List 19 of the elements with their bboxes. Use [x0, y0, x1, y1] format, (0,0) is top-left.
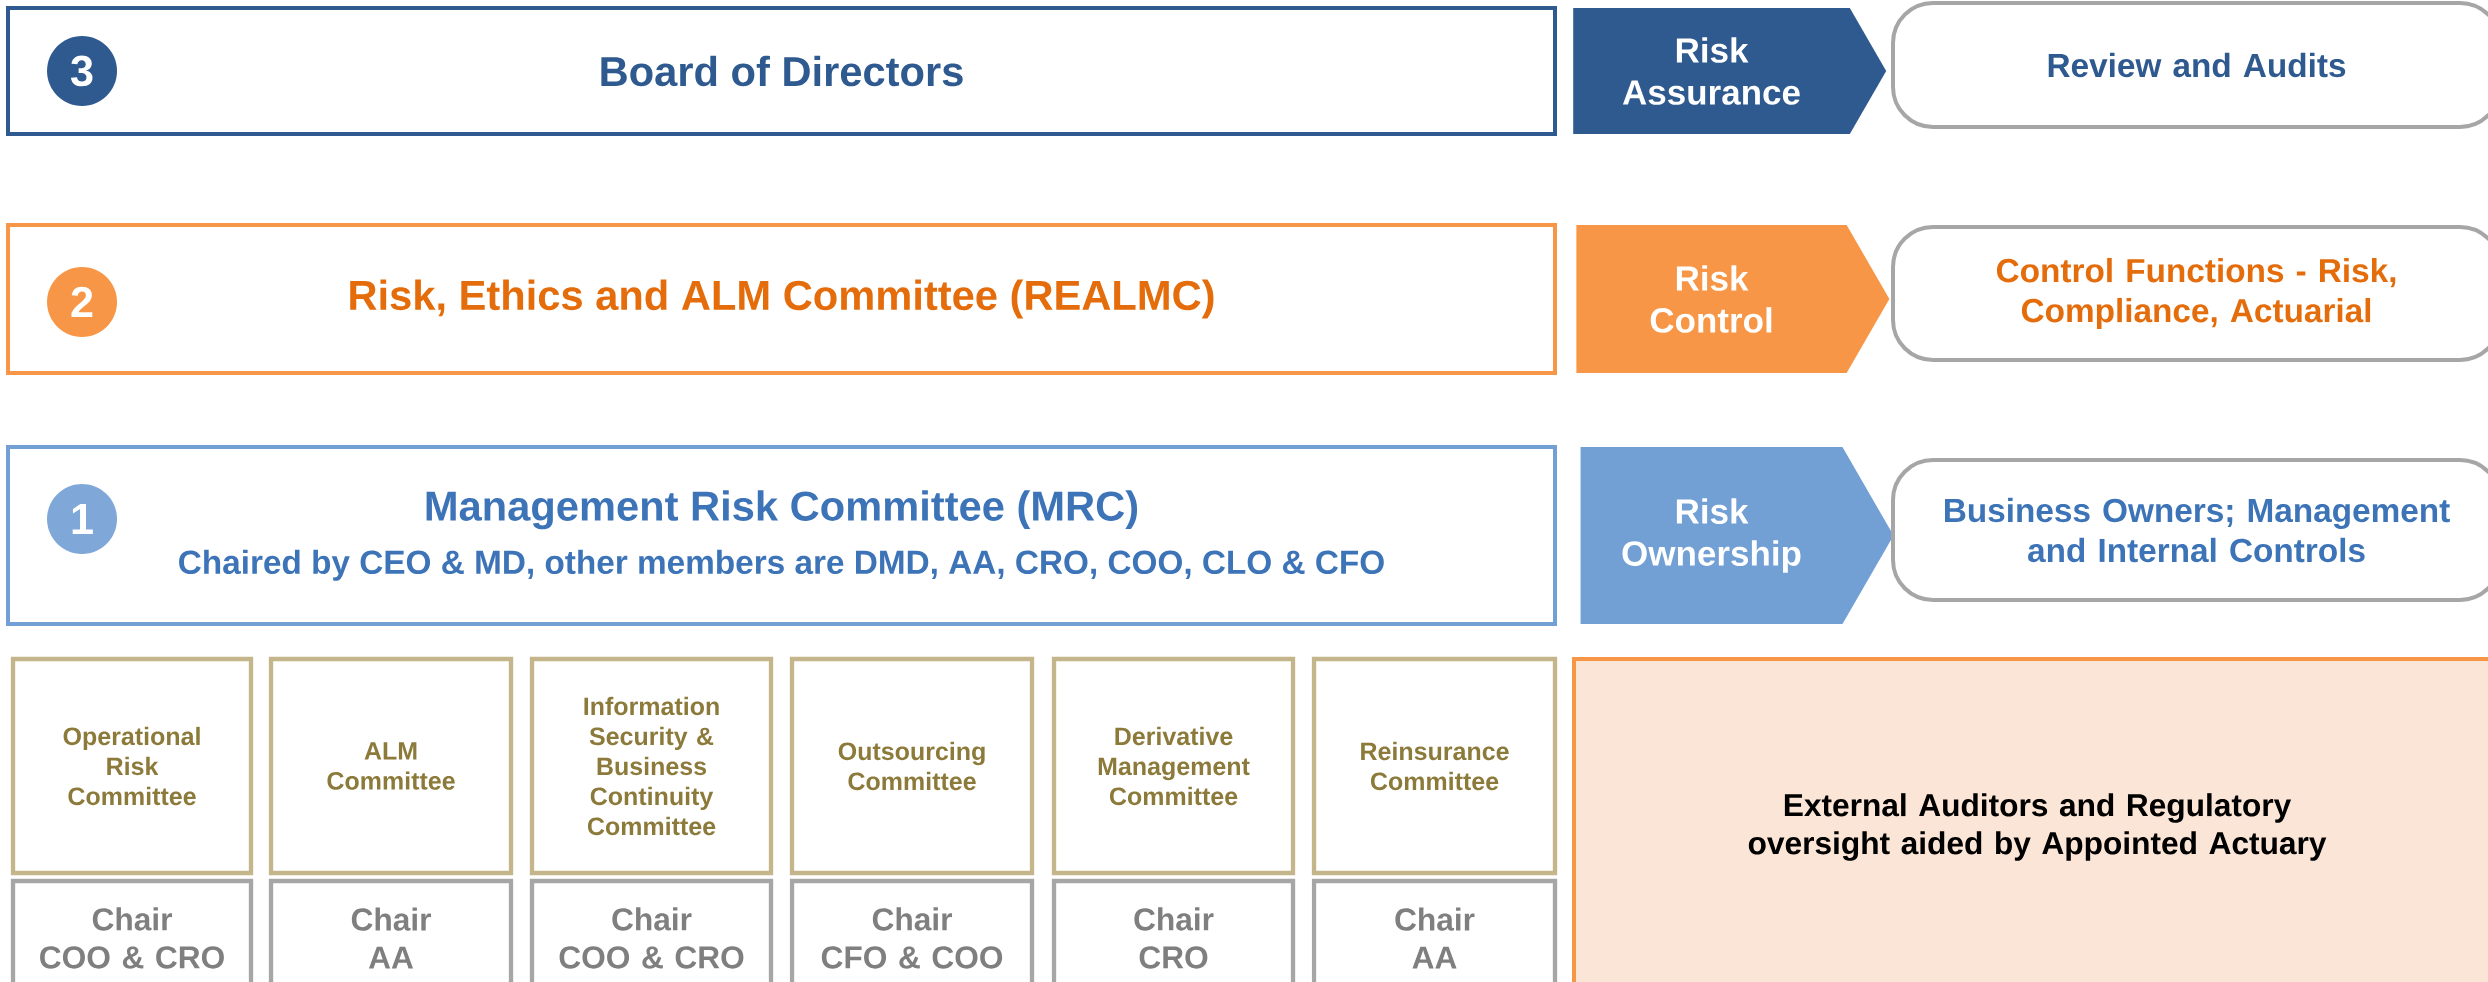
- committee-box: Derivative Management Committee: [1051, 656, 1296, 876]
- committee-box: Information Security & Business Continuity Committee: [529, 656, 774, 876]
- chevron-banner: Risk Control: [1576, 225, 1890, 373]
- chair-box: Chair CRO: [1051, 878, 1296, 982]
- function-box: Review and Audits: [1891, 1, 2488, 129]
- chair-box: Chair COO & CRO: [10, 878, 254, 982]
- function-box: Business Owners; Management and Internal Controls: [1891, 458, 2488, 602]
- oversight-box: External Auditors and Regulatory oversight aided by Appointed Actuary: [1572, 657, 2488, 982]
- committee-box: Reinsurance Committee: [1311, 656, 1558, 876]
- chair-box: Chair AA: [268, 878, 514, 982]
- chevron-banner: Risk Assurance: [1573, 8, 1887, 134]
- committee-box: Outsourcing Committee: [789, 656, 1035, 876]
- chair-box: Chair AA: [1311, 878, 1558, 982]
- committee-box: ALM Committee: [268, 656, 514, 876]
- chair-box: Chair COO & CRO: [529, 878, 774, 982]
- function-box: Control Functions - Risk, Compliance, Actuarial: [1891, 225, 2488, 362]
- committee-box: Operational Risk Committee: [10, 656, 254, 876]
- chair-box: Chair CFO & COO: [789, 878, 1035, 982]
- chevron-banner: Risk Ownership: [1580, 447, 1894, 624]
